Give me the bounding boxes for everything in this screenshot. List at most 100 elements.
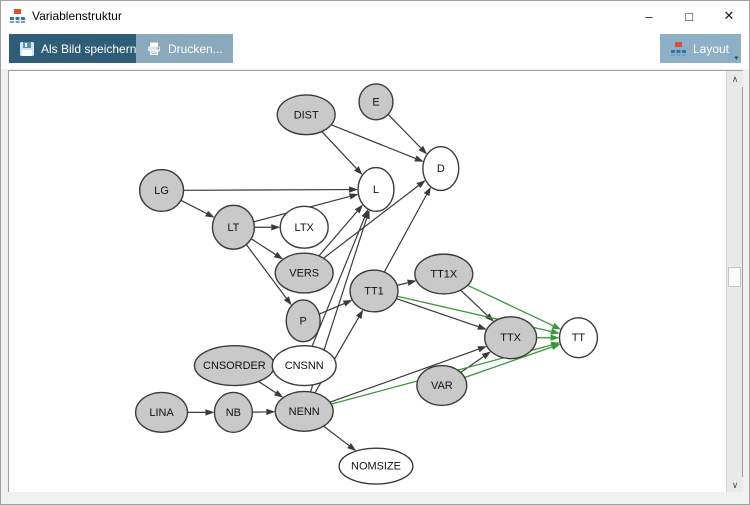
edge-E-D bbox=[387, 113, 422, 149]
node-label-TT1X: TT1X bbox=[430, 269, 457, 281]
arrowhead-TTX-TT bbox=[550, 334, 560, 341]
arrowhead-TT1X-TT bbox=[551, 322, 562, 330]
close-button[interactable]: ✕ bbox=[723, 8, 735, 23]
variable-structure-graph[interactable]: DIST E D L LG LT LTX VERS P TT1 TT1X TTX TT VAR CNSORD… bbox=[9, 71, 742, 493]
vertical-scrollbar[interactable]: ∧ ∨ bbox=[726, 71, 743, 493]
node-L[interactable]: L bbox=[357, 166, 395, 213]
node-LG[interactable]: LG bbox=[138, 168, 185, 213]
arrowhead-LG-LT bbox=[205, 210, 215, 218]
node-LT[interactable]: LT bbox=[211, 204, 256, 250]
scrollbar-thumb[interactable] bbox=[728, 267, 741, 287]
node-TTX[interactable]: TTX bbox=[484, 316, 538, 360]
printer-icon bbox=[148, 42, 160, 55]
arrowhead-LINA-NB bbox=[205, 409, 215, 416]
arrowhead-NB-NENN bbox=[266, 408, 276, 416]
minimize-button[interactable]: – bbox=[645, 8, 653, 24]
node-label-VERS: VERS bbox=[289, 268, 319, 280]
node-LINA[interactable]: LINA bbox=[134, 391, 189, 433]
arrowhead-CNSORDER-NENN bbox=[274, 390, 284, 398]
node-label-D: D bbox=[437, 163, 445, 175]
edge-TT1X-TT bbox=[467, 284, 554, 327]
arrowhead-LT-LTX bbox=[271, 224, 281, 231]
node-label-P: P bbox=[300, 315, 307, 327]
node-D[interactable]: D bbox=[422, 145, 460, 192]
arrowhead-VERS-D bbox=[416, 180, 426, 189]
save-as-image-button[interactable]: Als Bild speichern... bbox=[9, 34, 157, 63]
arrowhead-P-TT1 bbox=[342, 300, 353, 307]
arrowhead-TT1-TTX bbox=[477, 323, 487, 330]
node-label-CNSORDER: CNSORDER bbox=[203, 360, 266, 372]
edge-LT-VERS bbox=[250, 238, 276, 256]
floppy-disk-icon bbox=[20, 41, 34, 56]
node-E[interactable]: E bbox=[358, 83, 394, 121]
edge-LT-P bbox=[245, 244, 287, 299]
edge-VERS-L bbox=[318, 210, 358, 257]
edge-VAR-TTX bbox=[460, 356, 484, 373]
node-label-TT1: TT1 bbox=[364, 285, 383, 297]
arrowhead-E-D bbox=[418, 145, 428, 155]
window-bottom-edge bbox=[1, 492, 749, 504]
edge-TT1-TTX bbox=[396, 298, 479, 328]
graph-canvas-panel: DIST E D L LG LT LTX VERS P TT1 TT1X TTX TT VAR CNSORD… bbox=[8, 70, 743, 494]
save-as-image-label: Als Bild speichern... bbox=[41, 41, 147, 56]
node-TT[interactable]: TT bbox=[558, 317, 599, 359]
node-TT1[interactable]: TT1 bbox=[349, 269, 399, 313]
print-label: Drucken... bbox=[168, 41, 223, 56]
arrowhead-DIST-D bbox=[414, 155, 424, 162]
node-label-LINA: LINA bbox=[149, 407, 174, 419]
arrowhead-NENN-TTX bbox=[477, 346, 487, 353]
node-label-NENN: NENN bbox=[289, 406, 320, 418]
scroll-down-icon[interactable]: ∨ bbox=[727, 477, 743, 493]
node-TT1X[interactable]: TT1X bbox=[414, 253, 474, 295]
node-label-TTX: TTX bbox=[500, 332, 521, 344]
node-CNSORDER[interactable]: CNSORDER bbox=[193, 345, 275, 387]
app-orgchart-icon bbox=[10, 9, 25, 23]
node-label-LG: LG bbox=[154, 185, 169, 197]
arrowhead-VAR-TTX bbox=[481, 351, 491, 360]
titlebar: Variablenstruktur – □ ✕ bbox=[1, 1, 749, 31]
edge-CNSORDER-NENN bbox=[258, 380, 277, 394]
layout-button[interactable]: Layout ▾ bbox=[659, 34, 741, 63]
node-label-CNSNN: CNSNN bbox=[285, 360, 324, 372]
node-VAR[interactable]: VAR bbox=[416, 364, 468, 407]
window-title: Variablenstruktur bbox=[32, 9, 122, 23]
node-label-LT: LT bbox=[227, 222, 239, 234]
node-label-NOMSIZE: NOMSIZE bbox=[351, 461, 401, 473]
node-label-L: L bbox=[373, 184, 379, 196]
print-button[interactable]: Drucken... bbox=[136, 34, 233, 63]
node-label-TT: TT bbox=[572, 332, 586, 344]
window-controls: – □ ✕ bbox=[629, 1, 749, 31]
layout-dropdown-caret-icon: ▾ bbox=[734, 55, 738, 62]
edge-TT1X-TTX bbox=[460, 289, 488, 317]
arrowhead-DIST-L bbox=[354, 166, 363, 176]
arrowhead-LT-L bbox=[348, 193, 359, 200]
maximize-button[interactable]: □ bbox=[685, 8, 693, 24]
node-LTX[interactable]: LTX bbox=[279, 205, 329, 249]
node-VERS[interactable]: VERS bbox=[274, 252, 334, 294]
node-NB[interactable]: NB bbox=[213, 391, 254, 433]
arrowhead-LG-L bbox=[349, 186, 359, 193]
edge-NENN-TTX bbox=[329, 348, 479, 403]
edge-TT1-D bbox=[383, 194, 428, 273]
arrowhead-VERS-L bbox=[354, 204, 364, 214]
node-DIST[interactable]: DIST bbox=[276, 94, 336, 136]
arrowhead-LT-VERS bbox=[273, 251, 284, 260]
edge-LG-L bbox=[183, 188, 350, 191]
edge-VERS-D bbox=[323, 185, 419, 259]
node-label-DIST: DIST bbox=[294, 109, 319, 121]
node-label-VAR: VAR bbox=[431, 380, 453, 392]
arrowhead-NENN-NOMSIZE bbox=[347, 443, 357, 452]
node-P[interactable]: P bbox=[285, 299, 321, 343]
edge-TT1-TT1X bbox=[396, 282, 408, 286]
node-NENN[interactable]: NENN bbox=[274, 390, 334, 432]
edge-VAR-TT bbox=[464, 346, 553, 379]
arrowhead-NENN-TT1 bbox=[355, 309, 364, 319]
node-NOMSIZE[interactable]: NOMSIZE bbox=[338, 447, 414, 485]
toolbar: Als Bild speichern... Drucken... bbox=[1, 31, 749, 69]
node-label-LTX: LTX bbox=[295, 222, 315, 234]
arrowhead-NENN-L bbox=[363, 209, 370, 220]
node-CNSNN[interactable]: CNSNN bbox=[271, 345, 337, 387]
scroll-up-icon[interactable]: ∧ bbox=[727, 71, 743, 87]
arrowhead-TT1-TT bbox=[550, 328, 560, 335]
